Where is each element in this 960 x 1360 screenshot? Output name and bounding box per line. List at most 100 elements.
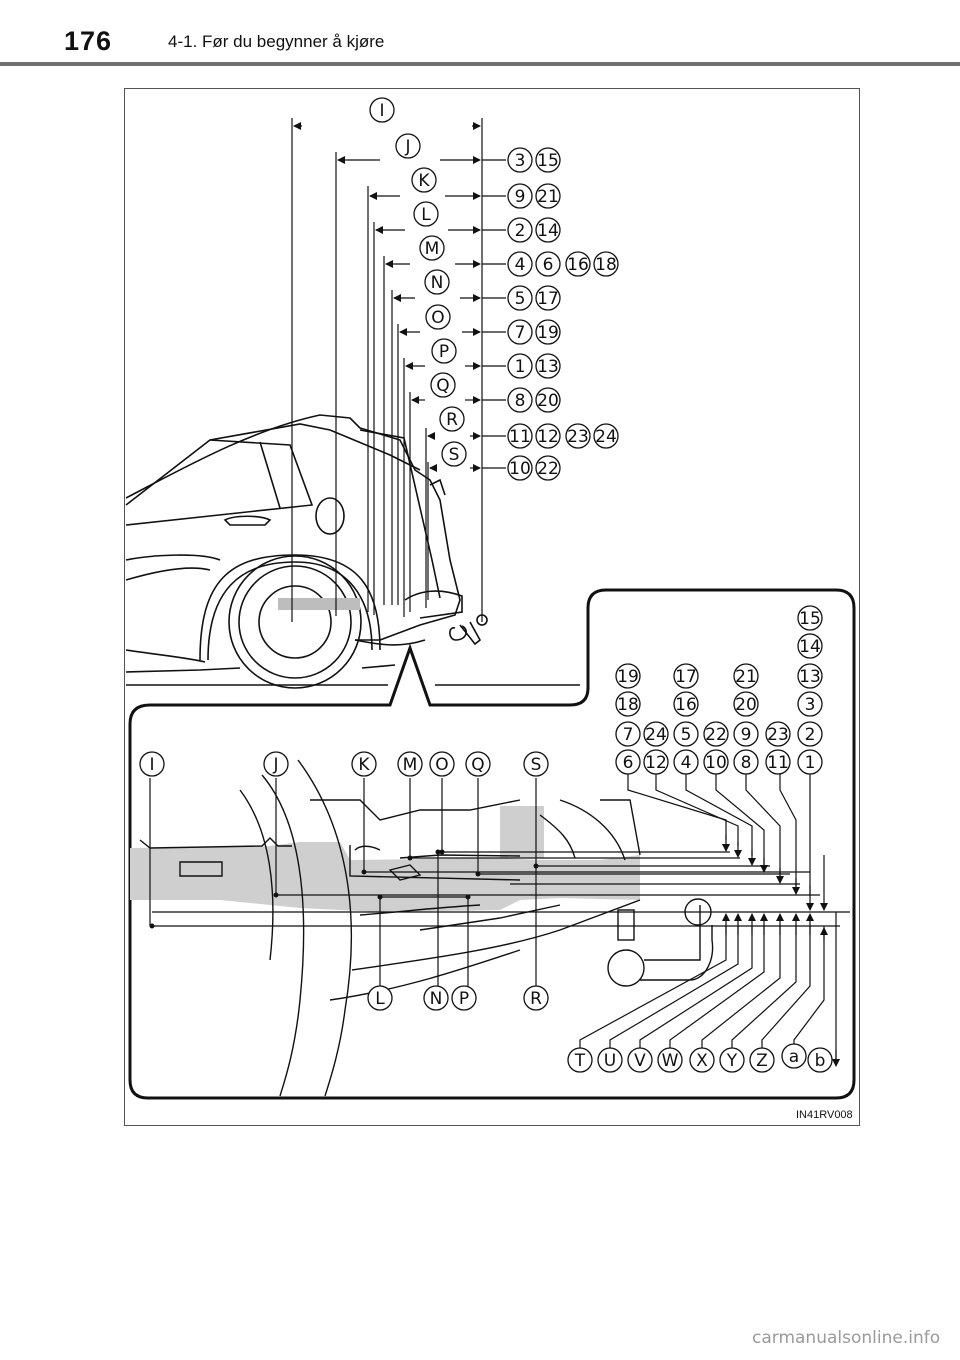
detail-number-grid: 15 14 19 17 21 13 18 16 20 3 7 24 5 22 9… [615,605,823,775]
svg-text:3: 3 [515,151,526,171]
svg-text:N: N [430,989,443,1009]
svg-text:8: 8 [515,391,526,411]
svg-text:2: 2 [515,221,526,241]
svg-text:J: J [272,755,278,775]
num-4: 4 [507,251,533,277]
svg-text:N: N [431,273,444,293]
svg-text:2: 2 [805,725,816,745]
detail-label-M: M [397,751,423,777]
svg-text:1: 1 [805,753,816,773]
svg-text:5: 5 [681,725,692,745]
svg-text:23: 23 [767,725,789,745]
dnum-4: 4 [673,749,699,775]
label-N: N [424,269,450,295]
num-10: 10 [507,455,533,481]
svg-text:23: 23 [567,427,589,447]
svg-text:4: 4 [681,753,692,773]
detail-label-R: R [523,985,549,1011]
svg-text:O: O [431,308,444,328]
legend-label-T: T [567,1047,593,1073]
watermark: carmanualsonline.info [752,1328,941,1348]
num-22: 22 [535,455,561,481]
svg-text:9: 9 [741,725,752,745]
header-rule [0,62,960,66]
car-illustration [125,414,488,689]
detail-leaders [579,774,837,1060]
dnum-5: 5 [673,721,699,747]
dnum-18: 18 [615,691,641,717]
num-2: 2 [507,217,533,243]
dnum-13: 13 [797,663,823,689]
svg-text:16: 16 [567,255,589,275]
detail-dots [149,849,539,929]
num-6: 6 [535,251,561,277]
top-letter-labels: I J K L M N O P Q R S [369,97,467,467]
dnum-9: 9 [733,721,759,747]
svg-text:20: 20 [537,391,559,411]
num-12: 12 [535,423,561,449]
detail-legend-letters: T U V W X Y Z a b [567,1043,833,1073]
detail-label-L: L [367,985,393,1011]
detail-bottom-letters: L N P R [367,985,549,1011]
dnum-12: 12 [643,749,669,775]
label-L: L [413,201,439,227]
legend-label-V: V [627,1047,653,1073]
label-Q: Q [430,372,456,398]
svg-text:9: 9 [515,187,526,207]
label-J: J [395,133,421,159]
svg-text:5: 5 [515,289,526,309]
num-21: 21 [535,183,561,209]
dnum-24: 24 [643,721,669,747]
svg-text:17: 17 [537,289,559,309]
label-S: S [441,441,467,467]
dnum-2: 2 [797,721,823,747]
detail-measure-lines [149,778,850,1000]
svg-text:16: 16 [675,695,697,715]
svg-text:V: V [634,1051,646,1071]
label-K: K [411,167,437,193]
top-dimension-arrows [293,122,481,472]
svg-text:J: J [404,137,410,157]
num-11: 11 [507,423,533,449]
detail-illustration [130,759,714,1097]
svg-text:b: b [815,1051,826,1071]
svg-text:K: K [358,755,370,775]
num-19: 19 [535,319,561,345]
svg-text:12: 12 [537,427,559,447]
dnum-17: 17 [673,663,699,689]
detail-top-letters: I J K M O Q S [139,751,549,777]
svg-text:14: 14 [799,637,821,657]
svg-text:Y: Y [726,1051,738,1071]
svg-text:S: S [531,755,542,775]
detail-label-K: K [351,751,377,777]
svg-text:O: O [435,755,448,775]
legend-label-b: b [807,1047,833,1073]
svg-text:6: 6 [543,255,554,275]
num-23: 23 [565,423,591,449]
svg-text:7: 7 [515,323,526,343]
svg-text:13: 13 [799,667,821,687]
svg-text:L: L [375,989,385,1009]
svg-text:S: S [449,445,460,465]
num-1: 1 [507,353,533,379]
label-M: M [419,235,445,261]
page-header: 176 4-1. Før du begynner å kjøre [0,0,960,56]
label-R: R [439,406,465,432]
legend-label-a: a [781,1043,807,1069]
dnum-11: 11 [765,749,791,775]
num-3: 3 [507,147,533,173]
dnum-3: 3 [797,691,823,717]
svg-text:U: U [604,1051,616,1071]
svg-text:X: X [696,1051,708,1071]
dnum-22: 22 [703,721,729,747]
svg-text:Z: Z [756,1051,768,1071]
dnum-1: 1 [797,749,823,775]
top-number-leaders [482,159,506,469]
num-9: 9 [507,183,533,209]
label-P: P [431,338,457,364]
svg-text:15: 15 [799,609,821,629]
top-dimension-lines [291,118,483,622]
legend-label-W: W [657,1047,683,1073]
svg-text:18: 18 [595,255,617,275]
